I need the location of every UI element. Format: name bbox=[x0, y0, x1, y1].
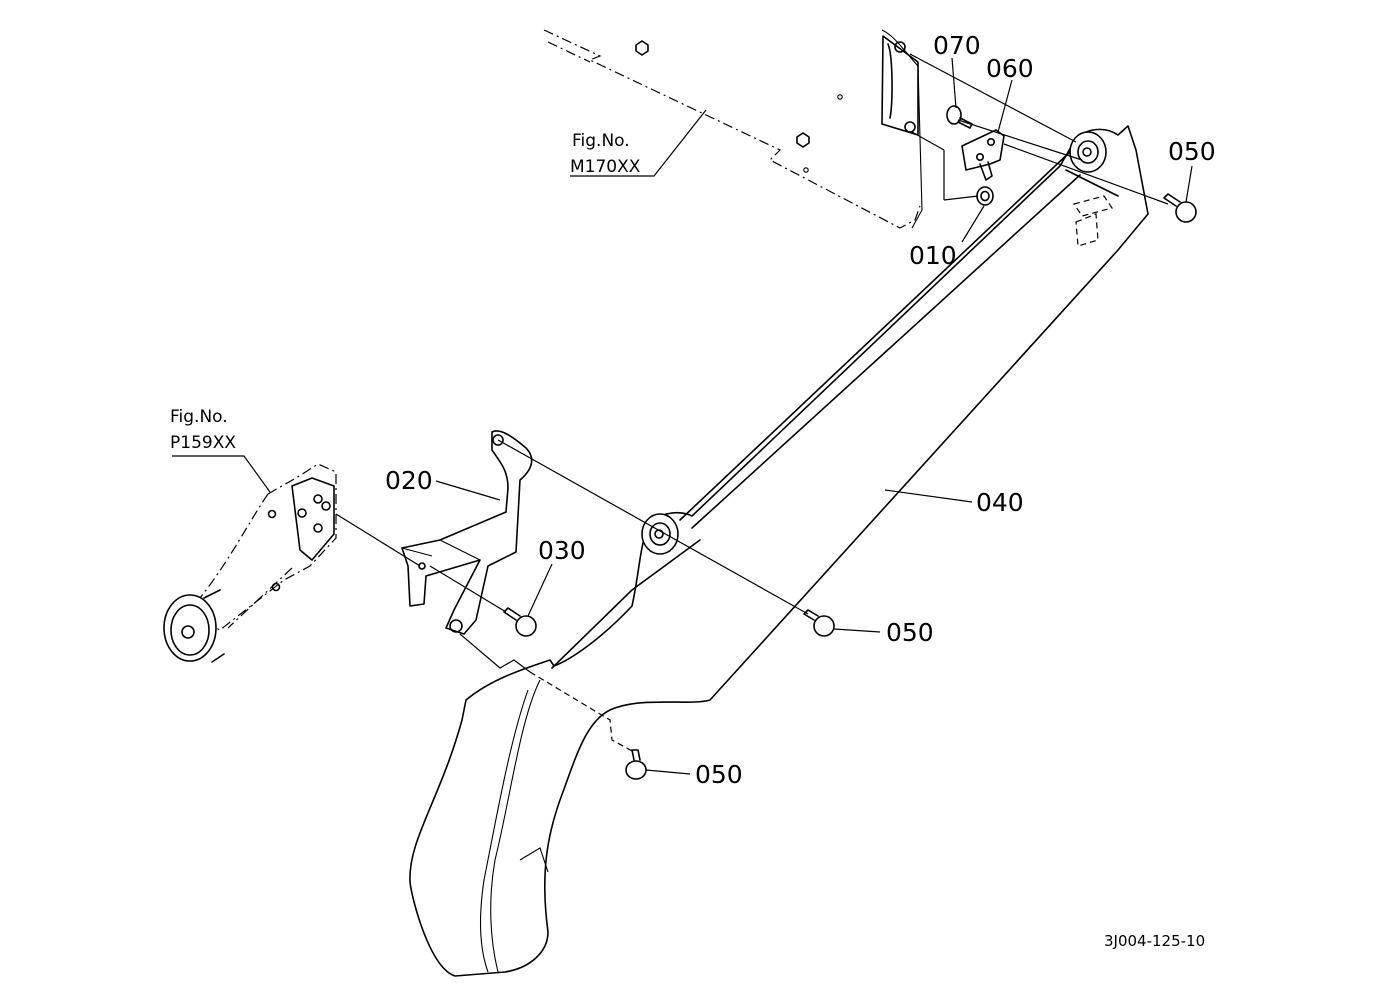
label-040: 040 bbox=[884, 488, 1024, 517]
part-060-plate bbox=[961, 129, 1005, 181]
part-label-020: 020 bbox=[385, 466, 433, 495]
label-ref-m170xx: Fig.No. M170XX bbox=[570, 109, 707, 177]
label-070: 070 bbox=[933, 31, 981, 109]
label-050-mid: 050 bbox=[833, 618, 934, 647]
label-060: 060 bbox=[986, 54, 1034, 133]
bolt-070 bbox=[946, 105, 973, 129]
drawing-code: 3J004-125-10 bbox=[1104, 932, 1205, 950]
assembly-lines bbox=[335, 53, 1169, 753]
part-040-side-cover bbox=[409, 125, 1149, 977]
part-label-040: 040 bbox=[976, 488, 1024, 517]
ref-m170xx-line2: M170XX bbox=[570, 157, 641, 177]
part-label-060: 060 bbox=[986, 54, 1034, 83]
ref-p159xx-line2: P159XX bbox=[170, 433, 236, 453]
ref-m170xx-line1: Fig.No. bbox=[572, 131, 630, 151]
label-050-top: 050 bbox=[1168, 137, 1216, 203]
label-020: 020 bbox=[385, 466, 501, 501]
bolt-050-top bbox=[1163, 193, 1197, 223]
label-030: 030 bbox=[527, 536, 586, 617]
reference-frame-m170xx bbox=[543, 29, 923, 229]
part-label-050-mid: 050 bbox=[886, 618, 934, 647]
part-020-bracket bbox=[401, 430, 533, 635]
part-label-010: 010 bbox=[909, 241, 957, 270]
bolt-030 bbox=[503, 607, 537, 637]
nut-010 bbox=[976, 186, 994, 206]
part-label-050-top: 050 bbox=[1168, 137, 1216, 166]
bolt-050-mid bbox=[803, 609, 835, 637]
part-label-030: 030 bbox=[538, 536, 586, 565]
ref-p159xx-line1: Fig.No. bbox=[170, 407, 228, 427]
reference-frame-p159xx bbox=[163, 463, 337, 663]
part-label-050-low: 050 bbox=[695, 760, 743, 789]
bolt-050-low bbox=[625, 749, 647, 780]
label-ref-p159xx: Fig.No. P159XX bbox=[170, 407, 271, 493]
part-label-070: 070 bbox=[933, 31, 981, 60]
label-010: 010 bbox=[909, 205, 985, 270]
label-050-low: 050 bbox=[645, 760, 743, 789]
